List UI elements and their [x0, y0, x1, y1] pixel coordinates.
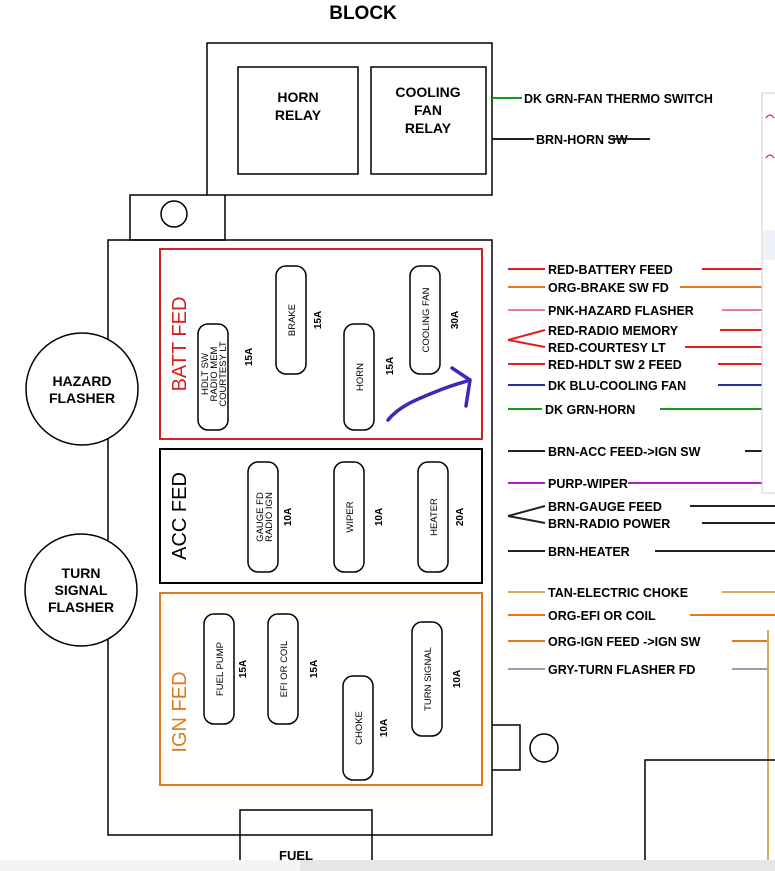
acc-fed-label: ACC FED [169, 472, 191, 560]
horn-relay-label-1: HORN [277, 89, 318, 105]
wire-label-heater: BRN-HEATER [548, 545, 630, 559]
wire-label-battery-feed: RED-BATTERY FEED [548, 263, 673, 277]
overlay-red-mark-2 [765, 154, 775, 159]
fuse-choke [342, 675, 374, 781]
wire-stub-radio-power [507, 515, 546, 524]
fuse-heater-amps: 20A [455, 508, 466, 526]
fuse-block-side-tab [492, 724, 521, 771]
bottom-scroll-strip-left [0, 860, 300, 871]
turn-signal-flasher [24, 533, 138, 647]
wire-label-hdlt2: RED-HDLT SW 2 FEED [548, 358, 682, 372]
fuse-gauge-fd [247, 461, 279, 573]
fuse-brake-amps: 15A [313, 311, 324, 329]
hazard-flasher-label-2: FLASHER [49, 390, 115, 406]
wire-label-hazard: PNK-HAZARD FLASHER [548, 304, 694, 318]
cooling-relay-label-1: COOLING [395, 84, 460, 100]
wire-stub-radio-mem [507, 329, 546, 341]
horn-relay [237, 66, 359, 175]
bottom-scroll-strip [0, 860, 775, 871]
fuse-choke-amps: 10A [379, 719, 390, 737]
wire-label-gauge: BRN-GAUGE FEED [548, 500, 662, 514]
fuse-cooling-amps: 30A [450, 311, 461, 329]
wire-label-ign-feed: ORG-IGN FEED ->IGN SW [548, 635, 701, 649]
wire-label-efi: ORG-EFI OR COIL [548, 609, 656, 623]
wire-label-fan-thermo: DK GRN-FAN THERMO SWITCH [524, 92, 713, 106]
wire-label-choke: TAN-ELECTRIC CHOKE [548, 586, 688, 600]
wire-label-radio-mem: RED-RADIO MEMORY [548, 324, 679, 338]
mount-hole-top [160, 200, 188, 228]
fuse-gauge-amps: 10A [283, 508, 294, 526]
fuse-hdlt-line-1: HDLT SW [200, 353, 211, 395]
batt-fed-label: BATT FED [169, 297, 191, 392]
wire-label-turn: GRY-TURN FLASHER FD [548, 663, 695, 677]
fuse-turn-signal [411, 621, 443, 737]
batt-fed-section [159, 248, 483, 440]
wire-label-cooling: DK BLU-COOLING FAN [548, 379, 686, 393]
turn-flasher-label-1: TURN [62, 565, 101, 581]
acc-fed-section [159, 448, 483, 584]
fuse-hdlt-line-2: RADIO MEM [209, 346, 220, 401]
fuse-heater [417, 461, 449, 573]
wire-label-acc-feed: BRN-ACC FEED->IGN SW [548, 445, 701, 459]
fuel-module-outline [239, 809, 373, 860]
diagram-title: BLOCK [329, 3, 397, 24]
fuse-cooling-fan [409, 265, 441, 375]
fuse-heater-label: HEATER [429, 498, 440, 536]
fuse-cooling-label: COOLING FAN [421, 287, 432, 352]
wire-label-radio-power: BRN-RADIO POWER [548, 517, 670, 531]
fuse-efi-label: EFI OR COIL [279, 641, 290, 697]
wire-label-horn: DK GRN-HORN [545, 403, 635, 417]
hazard-flasher [25, 332, 139, 446]
fuse-turnsig-amps: 10A [452, 670, 463, 688]
fuse-horn-amps: 15A [385, 357, 396, 375]
ign-fed-label: IGN FED [169, 671, 191, 752]
fuse-wiper [333, 461, 365, 573]
fuse-brake-label: BRAKE [287, 304, 298, 336]
overlay-red-mark-1 [765, 114, 775, 119]
fuse-gauge-line-1: GAUGE FD [255, 492, 266, 542]
fuse-hdlt-sw [197, 323, 229, 431]
wire-label-wiper: PURP-WIPER [548, 477, 628, 491]
annotation-arrow [386, 378, 472, 422]
fuse-horn [343, 323, 375, 431]
annotation-arrow-head [450, 366, 472, 408]
fuse-hdlt-amps: 15A [244, 348, 255, 366]
fuse-fuel-pump [203, 613, 235, 725]
fuse-fuelpump-amps: 15A [238, 660, 249, 678]
fuse-efi-coil [267, 613, 299, 725]
fuel-label: FUEL [279, 848, 313, 863]
fuse-hdlt-line-3: COURTESY LT [218, 341, 229, 407]
wire-label-horn-sw: BRN-HORN SW [536, 133, 628, 147]
wire-stub-courtesy [507, 339, 546, 348]
fuse-gauge-line-2: RADIO IGN [264, 492, 275, 542]
relay-block-outline [206, 42, 493, 196]
mount-hole-bottom [529, 733, 559, 763]
turn-flasher-label-2: SIGNAL [55, 582, 108, 598]
bottom-right-box [644, 759, 775, 860]
fuse-efi-amps: 15A [309, 660, 320, 678]
wire-harness [507, 268, 546, 670]
cooling-fan-relay [370, 66, 487, 175]
fuse-fuelpump-label: FUEL PUMP [215, 642, 226, 696]
overlay-window-strip [763, 230, 775, 260]
cooling-relay-label-2: FAN [414, 102, 442, 118]
fuse-horn-label: HORN [355, 363, 366, 391]
turn-flasher-label-3: FLASHER [48, 599, 114, 615]
overlay-window-edge [761, 92, 775, 494]
fuse-wiper-amps: 10A [374, 508, 385, 526]
fuse-wiper-label: WIPER [345, 501, 356, 532]
fuse-turnsig-label: TURN SIGNAL [423, 647, 434, 711]
hazard-flasher-label-1: HAZARD [52, 373, 111, 389]
cooling-relay-label-3: RELAY [405, 120, 452, 136]
fuse-choke-label: CHOKE [354, 711, 365, 745]
horn-relay-label-2: RELAY [275, 107, 322, 123]
wire-stub-gauge [507, 505, 546, 517]
ign-fed-section [159, 592, 483, 786]
wire-label-courtesy: RED-COURTESY LT [548, 341, 666, 355]
wire-label-brake-sw: ORG-BRAKE SW FD [548, 281, 669, 295]
fuse-brake [275, 265, 307, 375]
